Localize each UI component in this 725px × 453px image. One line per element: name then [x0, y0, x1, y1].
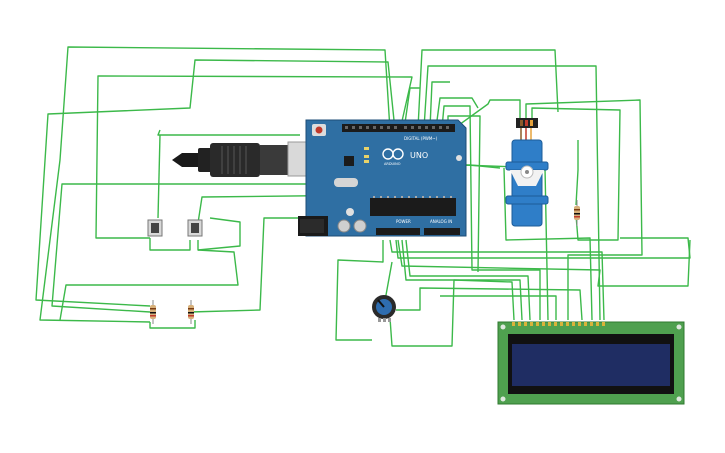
- wire[interactable]: [149, 320, 196, 329]
- analog-header: [424, 228, 460, 235]
- digital-header: [342, 124, 455, 132]
- arduino-logo-icon: [382, 148, 404, 160]
- wire[interactable]: [395, 237, 691, 259]
- potentiometer[interactable]: [372, 295, 396, 322]
- microcontroller-chip: [370, 198, 456, 216]
- push-button-2[interactable]: [187, 219, 203, 237]
- wire[interactable]: [417, 49, 559, 129]
- wire[interactable]: [531, 107, 621, 241]
- power-header: [376, 228, 420, 235]
- analog-label: ANALOG IN: [430, 219, 452, 224]
- push-button-1[interactable]: [147, 219, 163, 237]
- usb-cable: [172, 141, 325, 177]
- wire[interactable]: [157, 134, 161, 219]
- wire[interactable]: [335, 240, 384, 341]
- wire[interactable]: [435, 97, 479, 129]
- wire[interactable]: [503, 167, 593, 321]
- wire[interactable]: [397, 239, 691, 287]
- wire[interactable]: [396, 287, 583, 321]
- wire[interactable]: [389, 279, 515, 347]
- wire[interactable]: [440, 295, 557, 320]
- wire[interactable]: [157, 129, 300, 136]
- wire[interactable]: [525, 99, 643, 320]
- wire[interactable]: [189, 217, 306, 313]
- resistor-2[interactable]: [188, 300, 194, 324]
- wire[interactable]: [35, 59, 396, 307]
- wire[interactable]: [39, 46, 391, 323]
- wire[interactable]: [95, 75, 413, 239]
- wire[interactable]: [59, 249, 239, 321]
- wire[interactable]: [405, 239, 531, 321]
- wire[interactable]: [403, 87, 420, 131]
- wire[interactable]: [423, 65, 601, 321]
- resistor-1[interactable]: [150, 300, 156, 324]
- power-label: POWER: [396, 219, 411, 224]
- lcd-screen: [512, 344, 670, 386]
- brand-label: ARDUINO: [384, 162, 401, 166]
- wire[interactable]: [383, 261, 393, 301]
- wire[interactable]: [451, 99, 521, 131]
- wire[interactable]: [149, 238, 191, 251]
- lcd-display[interactable]: [497, 321, 685, 405]
- wire[interactable]: [197, 217, 241, 251]
- resistor-3[interactable]: [574, 200, 580, 226]
- model-label: UNO: [410, 151, 428, 160]
- wire[interactable]: [575, 140, 579, 206]
- arduino-uno-board[interactable]: DIGITAL (PWM~) UNO ARDUINO: [298, 119, 467, 237]
- wire[interactable]: [429, 81, 450, 129]
- lcd-pin-header: [512, 322, 605, 326]
- digital-label: DIGITAL (PWM~): [404, 136, 438, 141]
- wire[interactable]: [441, 105, 541, 320]
- servo-motor[interactable]: [505, 118, 549, 227]
